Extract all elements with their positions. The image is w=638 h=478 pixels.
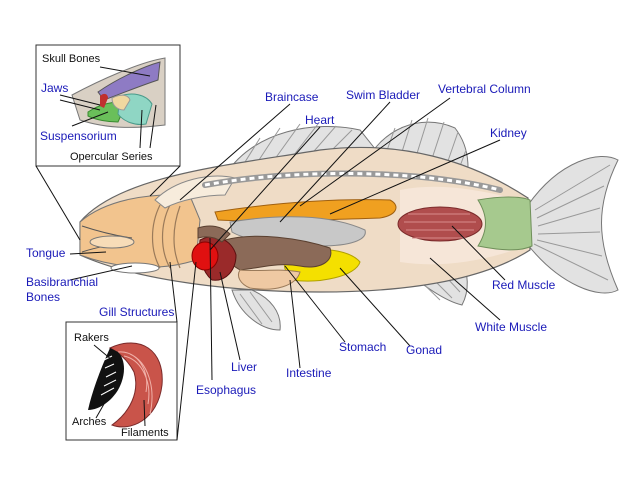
label-stomach: Stomach	[339, 340, 386, 354]
label-gonad: Gonad	[406, 343, 442, 357]
head-region	[79, 194, 201, 268]
leader-lines	[69, 97, 506, 381]
intestine	[237, 269, 301, 290]
label-filaments: Filaments	[121, 427, 169, 439]
skull-bones-inset: Skull Bones Jaws Suspensorium Opercular …	[35, 44, 181, 241]
caudal-fin	[527, 156, 619, 294]
label-intestine: Intestine	[286, 366, 332, 380]
caudal-muscle	[477, 196, 533, 251]
label-gill-structures: Gill Structures	[99, 305, 174, 319]
label-kidney: Kidney	[490, 126, 527, 140]
tongue	[89, 235, 135, 249]
label-braincase: Braincase	[265, 90, 319, 104]
label-opercular-series: Opercular Series	[70, 151, 153, 163]
label-liver: Liver	[231, 360, 257, 374]
labels: Braincase Swim Bladder Vertebral Column …	[26, 82, 556, 397]
red-muscle	[397, 206, 483, 242]
label-heart: Heart	[305, 113, 335, 127]
label-suspensorium: Suspensorium	[40, 129, 117, 143]
label-rakers: Rakers	[74, 332, 109, 344]
label-tongue: Tongue	[26, 246, 66, 260]
label-red-muscle: Red Muscle	[492, 278, 556, 292]
label-swim-bladder: Swim Bladder	[346, 88, 420, 102]
esophagus	[197, 225, 231, 243]
fish-body	[79, 146, 533, 293]
label-arches: Arches	[72, 416, 107, 428]
label-basibranchial-bones: Bones	[26, 290, 60, 304]
pelvic-fin	[231, 289, 281, 331]
label-skull-bones: Skull Bones	[42, 53, 101, 65]
label-esophagus: Esophagus	[196, 383, 256, 397]
basibranchial-bones	[110, 262, 160, 274]
label-vertebral-column: Vertebral Column	[438, 82, 531, 96]
label-basibranchial: Basibranchial	[26, 275, 98, 289]
label-jaws: Jaws	[41, 81, 68, 95]
vertebral-column	[202, 170, 503, 193]
gill-structures-inset: Rakers Arches Filaments	[65, 261, 197, 441]
label-white-muscle: White Muscle	[475, 320, 547, 334]
